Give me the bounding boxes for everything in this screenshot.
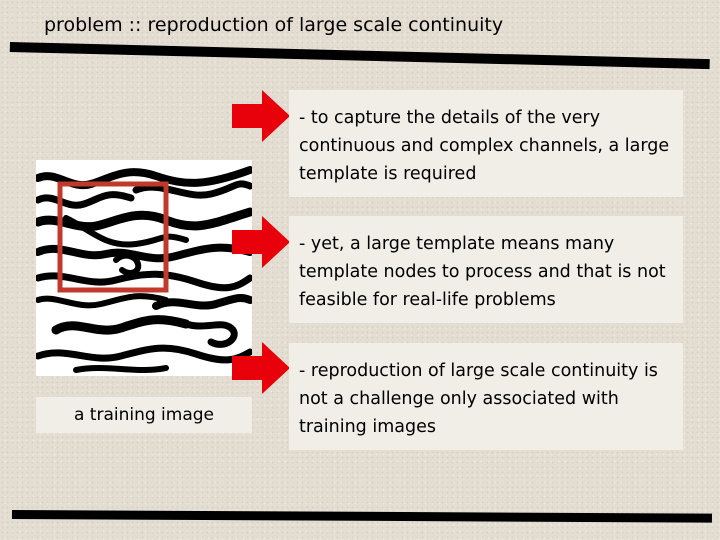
image-caption: a training image [73, 405, 215, 425]
bullet-box-3: - reproduction of large scale continuity… [289, 343, 683, 450]
bullet-box-2: - yet, a large template means many templ… [289, 216, 683, 323]
arrow-right-icon [232, 216, 290, 268]
arrow-right-icon [232, 90, 290, 142]
bullet-text-1: - to capture the details of the very con… [299, 108, 670, 184]
top-divider-bar [9, 42, 710, 70]
arrow-right-icon [232, 342, 290, 394]
bullet-box-1: - to capture the details of the very con… [289, 90, 683, 197]
training-image [36, 160, 252, 376]
image-caption-box: a training image [36, 397, 252, 433]
bullet-text-2: - yet, a large template means many templ… [299, 234, 666, 310]
bottom-divider-bar [11, 510, 712, 523]
bullet-text-3: - reproduction of large scale continuity… [299, 361, 658, 437]
template-box [57, 181, 169, 293]
slide-title: problem :: reproduction of large scale c… [44, 14, 504, 36]
